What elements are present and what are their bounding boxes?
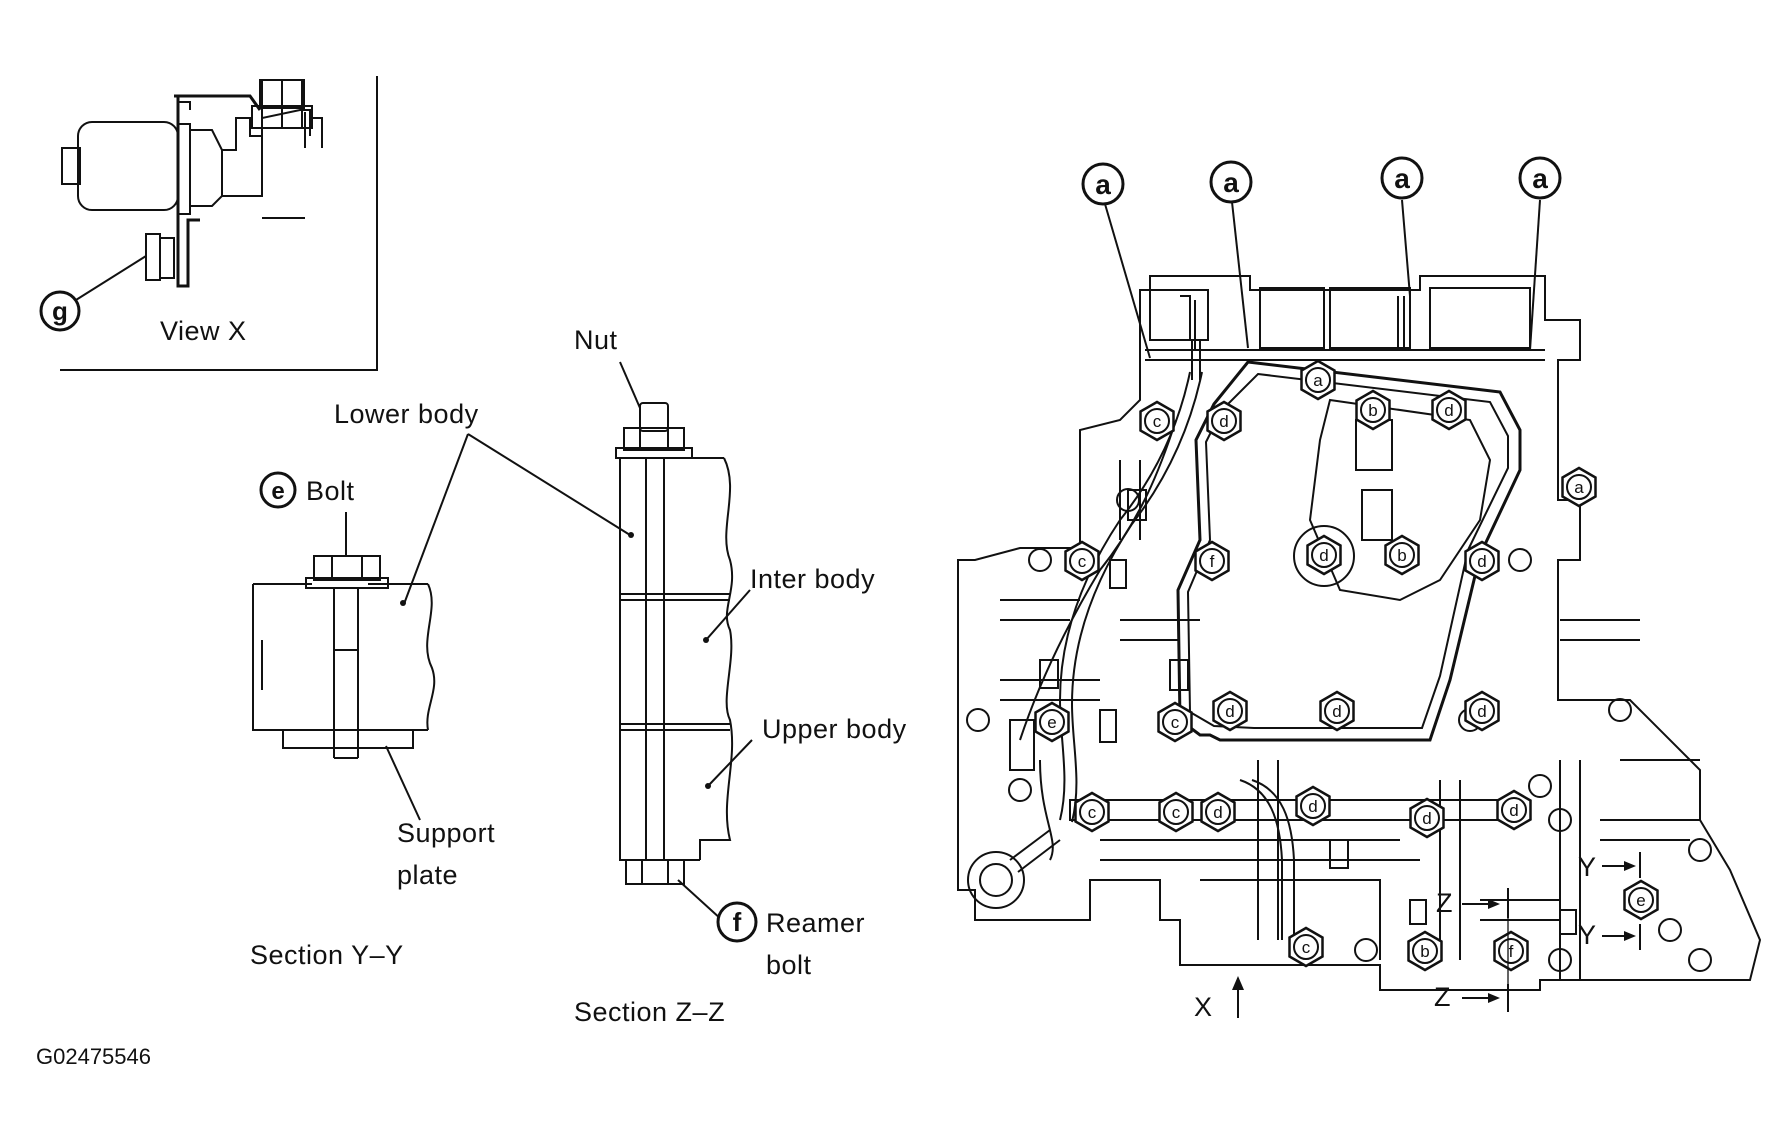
- reamer-bolt-label: bolt: [766, 950, 812, 980]
- section-zz-label: Section Z–Z: [574, 997, 725, 1027]
- bolt-d-9: d: [1306, 534, 1342, 576]
- support-label: Support: [397, 818, 495, 848]
- bolt-e-12: e: [1034, 701, 1070, 743]
- view-x-inset: g View X: [39, 76, 378, 371]
- y-marker-bottom: Y: [1578, 920, 1597, 950]
- plate-label: plate: [397, 860, 458, 890]
- x-arrow-label: X: [1194, 992, 1213, 1022]
- upper-body-label: Upper body: [762, 714, 907, 744]
- bolt-d-15: d: [1319, 690, 1355, 732]
- bolt-letter-b: b: [1397, 546, 1406, 565]
- y-marker-top: Y: [1578, 852, 1597, 882]
- bolt-letter-e: e: [1636, 891, 1645, 910]
- callout-f: f: [733, 907, 742, 937]
- bolt-d-19: d: [1200, 791, 1236, 833]
- view-x-label: View X: [160, 316, 247, 346]
- bolt-letter-c: c: [1171, 713, 1180, 732]
- bolt-letter-d: d: [1213, 803, 1222, 822]
- bolt-e-26: e: [1623, 879, 1659, 921]
- bolt-letter-d: d: [1219, 412, 1228, 431]
- bolt-d-22: d: [1496, 789, 1532, 831]
- bolt-markers: c d a b d a c f d b d e c d d d c c d d d d c b f e: [1034, 359, 1659, 972]
- callout-a-1: a: [1095, 169, 1111, 200]
- bolt-c-18: c: [1158, 791, 1194, 833]
- bolt-letter-a: a: [1574, 478, 1584, 497]
- bolt-d-21: d: [1409, 797, 1445, 839]
- bolt-c-1: c: [1139, 400, 1175, 442]
- bolt-letter-d: d: [1444, 401, 1453, 420]
- callout-e: e: [271, 478, 284, 505]
- bolt-b-4: b: [1355, 389, 1391, 431]
- bolt-d-2: d: [1206, 400, 1242, 442]
- bolt-a-3: a: [1300, 359, 1336, 401]
- bolt-letter-d: d: [1477, 702, 1486, 721]
- bolt-letter-f: f: [1210, 552, 1215, 571]
- bolt-letter-c: c: [1153, 412, 1162, 431]
- valve-body-main: [957, 275, 1762, 991]
- bolt-letter-c: c: [1302, 938, 1311, 957]
- section-zz: Nut Inter body Upper body f Reamer bolt …: [574, 325, 907, 1027]
- bolt-b-10: b: [1384, 534, 1420, 576]
- bolt-letter-d: d: [1319, 546, 1328, 565]
- lower-body-label: Lower body: [334, 399, 479, 429]
- bolt-label: Bolt: [306, 476, 355, 506]
- bolt-c-23: c: [1288, 926, 1324, 968]
- bolt-letter-d: d: [1332, 702, 1341, 721]
- bolt-letter-d: d: [1509, 801, 1518, 820]
- figure-code: G02475546: [36, 1044, 151, 1069]
- bolt-letter-b: b: [1368, 401, 1377, 420]
- bolt-d-11: d: [1464, 540, 1500, 582]
- bolt-letter-c: c: [1172, 803, 1181, 822]
- section-yy-label: Section Y–Y: [250, 940, 404, 970]
- z-marker-bottom: Z: [1434, 982, 1451, 1012]
- bolt-letter-b: b: [1420, 942, 1429, 961]
- bolt-d-16: d: [1464, 690, 1500, 732]
- bolt-a-6: a: [1561, 466, 1597, 508]
- callout-a-4: a: [1532, 163, 1548, 194]
- bolt-c-17: c: [1074, 791, 1110, 833]
- bolt-letter-d: d: [1225, 702, 1234, 721]
- bolt-letter-d: d: [1422, 809, 1431, 828]
- bolt-letter-a: a: [1313, 371, 1323, 390]
- bolt-d-5: d: [1431, 389, 1467, 431]
- bolt-letter-c: c: [1088, 803, 1097, 822]
- bolt-b-24: b: [1407, 930, 1443, 972]
- bolt-letter-f: f: [1509, 942, 1514, 961]
- inter-body-label: Inter body: [750, 564, 875, 594]
- bolt-d-20: d: [1295, 785, 1331, 827]
- bolt-c-7: c: [1064, 540, 1100, 582]
- bolt-f-25: f: [1493, 930, 1529, 972]
- bolt-c-13: c: [1157, 701, 1193, 743]
- section-markers: X Y Y Z Z: [1194, 852, 1641, 1022]
- bolt-f-8: f: [1194, 540, 1230, 582]
- callout-g: g: [52, 296, 68, 326]
- callout-a-3: a: [1394, 163, 1410, 194]
- bolt-letter-e: e: [1047, 713, 1056, 732]
- bolt-letter-d: d: [1308, 797, 1317, 816]
- bolt-letter-d: d: [1477, 552, 1486, 571]
- bolt-d-14: d: [1212, 690, 1248, 732]
- z-marker-top: Z: [1436, 888, 1453, 918]
- bolt-letter-c: c: [1078, 552, 1087, 571]
- nut-label: Nut: [574, 325, 618, 355]
- reamer-label: Reamer: [766, 908, 865, 938]
- section-yy: Lower body e Bolt Support plate Section …: [250, 399, 631, 970]
- top-callouts: a a a a: [1081, 156, 1562, 359]
- callout-a-2: a: [1223, 167, 1239, 198]
